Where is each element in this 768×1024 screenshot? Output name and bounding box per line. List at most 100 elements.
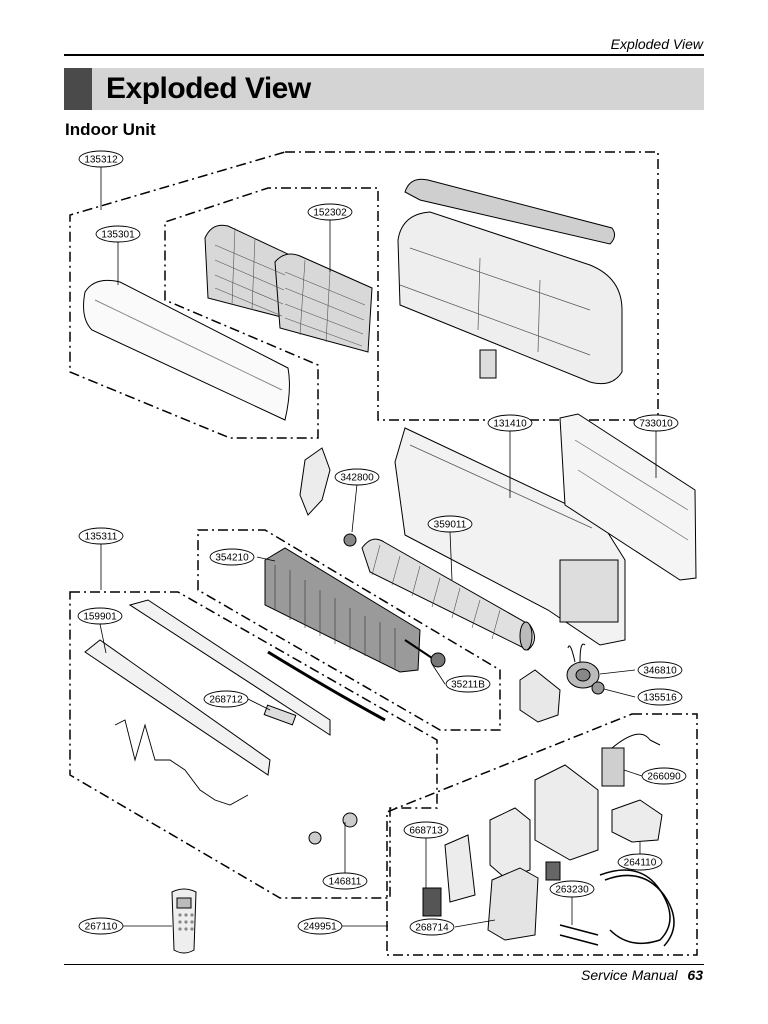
part-callout: 146811 xyxy=(322,872,368,890)
drain-hose-part xyxy=(267,650,386,722)
part-number-label: 131410 xyxy=(493,419,527,430)
wire-connector-part xyxy=(559,924,599,946)
part-number-label: 346810 xyxy=(643,666,677,677)
front-panel-group-outline xyxy=(69,151,659,439)
air-guide-group-outline xyxy=(69,591,438,899)
callout-bubble xyxy=(427,515,473,533)
sensor-board-part xyxy=(263,704,297,726)
front-panel-part xyxy=(83,279,290,421)
part-number-label: 668713 xyxy=(409,826,443,837)
part-number-label: 264110 xyxy=(624,858,657,869)
title-bar-block xyxy=(64,68,92,110)
part-number-label: 268712 xyxy=(209,695,243,706)
pcb-connector-part xyxy=(545,861,561,881)
callout-bubble xyxy=(637,688,683,706)
part-callout: 354210 xyxy=(209,548,255,566)
installation-plate-part xyxy=(559,413,697,581)
page-subtitle: Indoor Unit xyxy=(65,120,156,139)
part-number-label: 267110 xyxy=(85,922,118,933)
part-callout: 249951 xyxy=(297,917,343,935)
part-number-label: 266090 xyxy=(647,772,681,783)
title-bar: Exploded View xyxy=(64,68,704,110)
footer-label: Service Manual xyxy=(581,967,678,983)
part-callout: 359011 xyxy=(427,515,473,533)
air-filter-part xyxy=(204,224,373,353)
part-number-label: 152302 xyxy=(313,208,347,219)
part-number-label: 135312 xyxy=(84,155,118,166)
callout-bubble xyxy=(78,150,124,168)
callout-bubble xyxy=(78,527,124,545)
footer-rule xyxy=(64,964,704,965)
callout-bubble xyxy=(637,661,683,679)
page-title: Exploded View xyxy=(106,72,311,105)
part-callout: 152302 xyxy=(307,203,353,221)
part-number-label: 733010 xyxy=(639,419,673,430)
part-callout: 135311 xyxy=(78,527,124,545)
control-box-group-outline xyxy=(386,713,698,956)
fan-motor-part xyxy=(566,643,600,689)
chassis-part xyxy=(397,178,623,385)
part-number-label: 35211B xyxy=(451,680,485,691)
page-footer: Service Manual 63 xyxy=(581,967,703,983)
header-rule xyxy=(64,54,704,56)
part-number-label: 146811 xyxy=(329,877,362,888)
part-callout: 268712 xyxy=(203,690,249,708)
callout-bubble xyxy=(322,872,368,890)
part-number-label: 135516 xyxy=(643,693,677,704)
callout-bubble xyxy=(641,767,687,785)
evaporator-part xyxy=(264,547,446,673)
callout-bubble xyxy=(209,548,255,566)
control-box-part xyxy=(444,764,663,941)
part-callout: 267110 xyxy=(78,917,124,935)
terminal-block-part xyxy=(422,887,442,917)
part-number-label: 359011 xyxy=(434,520,467,531)
callout-bubble xyxy=(297,917,343,935)
remote-control-part xyxy=(171,888,197,954)
rear-frame-part xyxy=(394,427,626,646)
section-header-label: Exploded View xyxy=(610,36,703,52)
callout-bubble xyxy=(487,414,533,432)
callout-bubble xyxy=(203,690,249,708)
part-callout: 263230 xyxy=(549,880,595,898)
motor-cover-part xyxy=(591,681,605,695)
cross-flow-fan-part xyxy=(361,538,535,651)
callout-bubble xyxy=(307,203,353,221)
part-callout: 733010 xyxy=(633,414,679,432)
callout-bubble xyxy=(633,414,679,432)
part-callout: 346810 xyxy=(637,661,683,679)
callout-bubble xyxy=(549,880,595,898)
callout-bubble xyxy=(77,607,123,625)
part-number-label: 249951 xyxy=(303,922,337,933)
part-callout: 35211B xyxy=(445,675,491,693)
fan-bearing-part xyxy=(343,533,357,547)
part-callout: 342800 xyxy=(334,468,380,486)
part-callout: 135312 xyxy=(78,150,124,168)
power-cord-part xyxy=(599,869,675,947)
part-callout: 135301 xyxy=(95,225,141,243)
part-callout: 268714 xyxy=(409,918,455,936)
motor-holder-part xyxy=(519,669,561,723)
air-guide-part xyxy=(84,599,331,806)
heat-exchanger-group-outline xyxy=(197,529,501,731)
part-callout: 131410 xyxy=(487,414,533,432)
step-motor-part xyxy=(308,812,358,845)
leader-lines xyxy=(99,166,657,928)
callout-bubble xyxy=(334,468,380,486)
page-number: 63 xyxy=(687,967,703,983)
part-callout: 266090 xyxy=(641,767,687,785)
part-callouts: 135312 135301 152302 131410 733010 342800 3590… xyxy=(77,150,687,936)
callout-bubble xyxy=(403,821,449,839)
part-callout: 135516 xyxy=(637,688,683,706)
part-callout: 264110 xyxy=(617,853,663,871)
part-number-label: 342800 xyxy=(340,473,374,484)
part-callout: 668713 xyxy=(403,821,449,839)
callout-bubble xyxy=(409,918,455,936)
part-number-label: 263230 xyxy=(555,885,589,896)
part-callout: 159901 xyxy=(77,607,123,625)
callout-bubble xyxy=(95,225,141,243)
part-number-label: 159901 xyxy=(83,612,117,623)
side-bracket-part xyxy=(299,447,331,516)
callout-bubble xyxy=(617,853,663,871)
capacitor-part xyxy=(601,733,661,787)
